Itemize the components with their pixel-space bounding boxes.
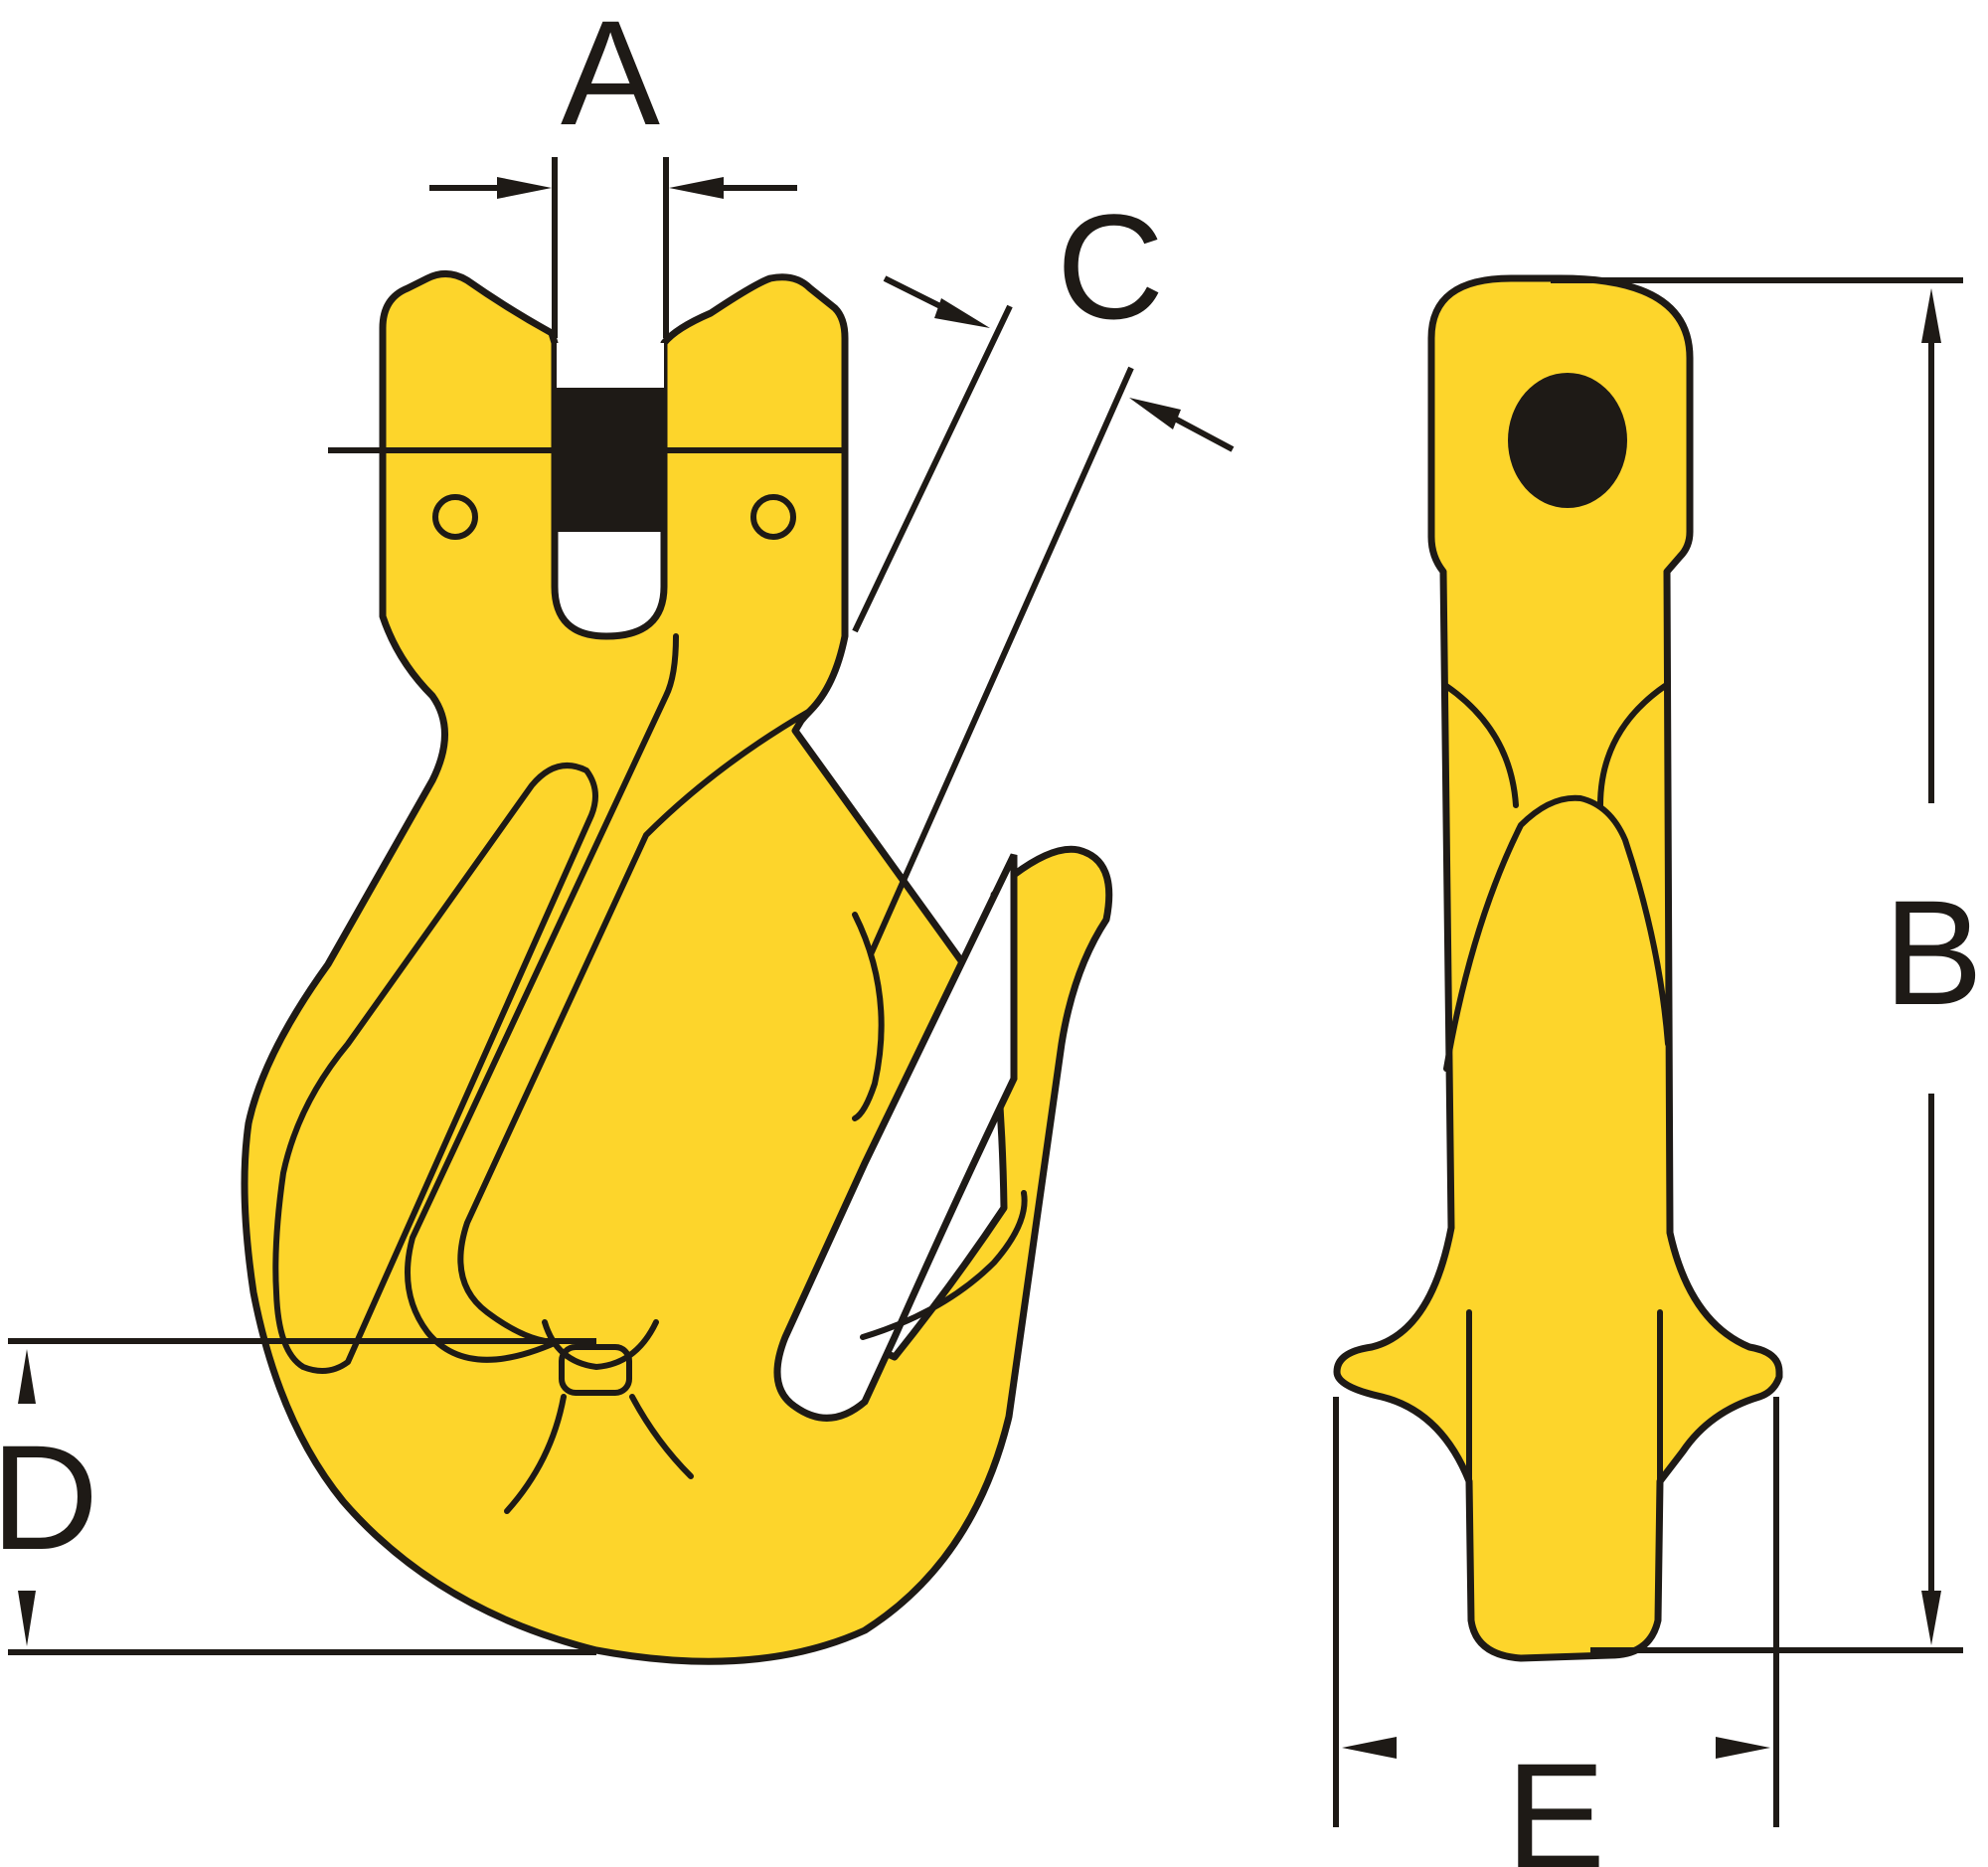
dim-e-label: E — [1506, 1732, 1605, 1867]
hook-lower-curve-left — [504, 1394, 567, 1514]
dim-d-down-arrow-icon — [18, 1591, 36, 1646]
side-view-eye-hole-icon — [1508, 373, 1627, 508]
hook-latch-block — [559, 1344, 632, 1396]
dim-c-upper-extension — [852, 304, 1013, 633]
clevis-pin-block — [557, 388, 664, 532]
dim-b-label: B — [1884, 869, 1983, 1036]
front-view-hook — [241, 270, 1113, 1665]
dim-b-down-arrow-icon — [1921, 1591, 1941, 1645]
clevis-slot-top — [557, 343, 664, 388]
hook-inner-contour-mid — [405, 633, 679, 1363]
side-view-upper-left-curve — [1443, 683, 1519, 808]
hook-inner-contour-left — [272, 763, 598, 1374]
right-rivet-hole-icon — [750, 494, 796, 540]
dimension-e: E — [1333, 1397, 1779, 1867]
hook-throat-opening — [773, 853, 1018, 1422]
dimension-d: D — [0, 1338, 596, 1655]
dim-a-left-arrow-icon — [497, 177, 552, 199]
dim-a-label: A — [561, 0, 660, 156]
hook-bowl-arc — [860, 1190, 1028, 1340]
dim-c-label: C — [1057, 183, 1164, 350]
dim-d-label: D — [0, 1414, 98, 1581]
side-view-hook — [1333, 274, 1783, 1662]
side-view-body — [1333, 274, 1783, 1662]
dim-d-up-arrow-icon — [18, 1349, 36, 1404]
dim-c-lower-arrow-icon — [1129, 398, 1181, 429]
dim-e-left-arrow-icon — [1342, 1737, 1397, 1759]
dimension-a: A — [429, 0, 797, 338]
dim-c-lower-leader — [1171, 415, 1235, 452]
dim-c-lower-extension — [868, 366, 1134, 956]
side-view-inner-tongue — [1443, 794, 1671, 1072]
hook-inner-contour-arc — [457, 708, 813, 1345]
left-rivet-hole-icon — [432, 494, 478, 540]
dim-b-up-arrow-icon — [1921, 288, 1941, 343]
dim-c-upper-arrow-icon — [934, 298, 990, 328]
hook-lower-curve-right — [629, 1394, 694, 1479]
dim-a-right-arrow-icon — [669, 177, 724, 199]
dimension-c: C — [852, 183, 1235, 956]
dim-e-right-arrow-icon — [1716, 1737, 1770, 1759]
side-view-upper-right-curve — [1597, 683, 1668, 808]
